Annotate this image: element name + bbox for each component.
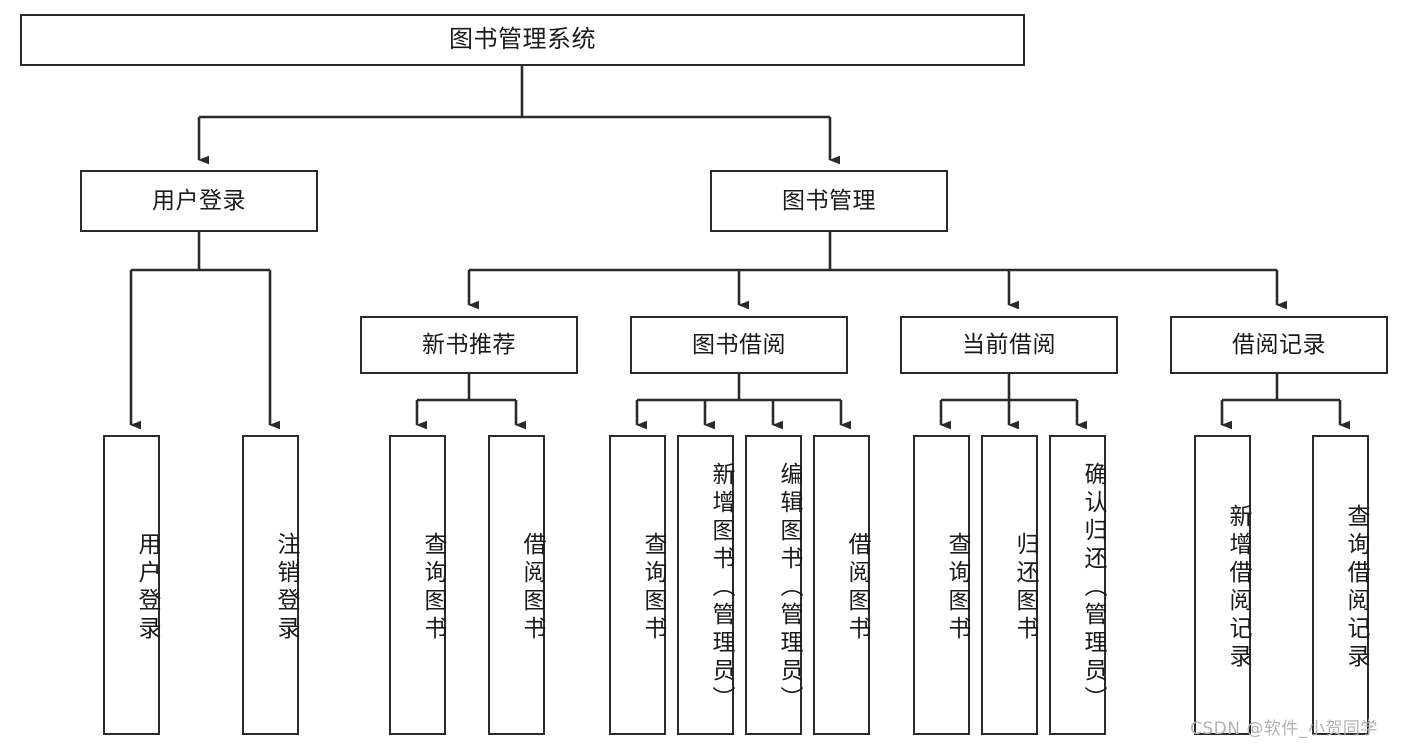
leaf-new-book-query-label: 查询图书	[420, 532, 446, 644]
leaf-book-borrow-add-label: 新增图书（管理员）	[708, 462, 734, 714]
node-user-login-label: 用户登录	[152, 187, 246, 214]
node-current-borrow-label: 当前借阅	[962, 331, 1056, 358]
leaf-current-borrow-query-label: 查询图书	[944, 532, 970, 644]
node-root-label: 图书管理系统	[449, 25, 596, 54]
leaf-new-book-borrow-label: 借阅图书	[519, 532, 545, 644]
leaf-user-login-login-label: 用户登录	[134, 532, 160, 644]
leaf-user-login-logout-label: 注销登录	[273, 532, 299, 644]
leaf-book-borrow-add[interactable]: 新增图书（管理员）	[677, 435, 734, 735]
leaf-borrow-record-query-label: 查询借阅记录	[1343, 504, 1369, 672]
leaf-current-borrow-query[interactable]: 查询图书	[913, 435, 970, 735]
node-new-book-recommend-label: 新书推荐	[422, 331, 516, 358]
node-root[interactable]: 图书管理系统	[20, 14, 1025, 66]
leaf-current-borrow-return-label: 归还图书	[1012, 532, 1038, 644]
node-user-login[interactable]: 用户登录	[80, 170, 318, 232]
node-borrow-record[interactable]: 借阅记录	[1170, 316, 1388, 374]
leaf-user-login-logout[interactable]: 注销登录	[242, 435, 299, 735]
leaf-book-borrow-edit[interactable]: 编辑图书（管理员）	[745, 435, 802, 735]
leaf-user-login-login[interactable]: 用户登录	[103, 435, 160, 735]
leaf-borrow-record-add[interactable]: 新增借阅记录	[1194, 435, 1251, 735]
leaf-book-borrow-query-label: 查询图书	[640, 532, 666, 644]
leaf-book-borrow-query[interactable]: 查询图书	[609, 435, 666, 735]
leaf-book-borrow-borrow[interactable]: 借阅图书	[813, 435, 870, 735]
leaf-new-book-borrow[interactable]: 借阅图书	[488, 435, 545, 735]
node-book-manage[interactable]: 图书管理	[710, 170, 948, 232]
leaf-book-borrow-edit-label: 编辑图书（管理员）	[776, 462, 802, 714]
node-book-borrow-label: 图书借阅	[692, 331, 786, 358]
leaf-borrow-record-query[interactable]: 查询借阅记录	[1312, 435, 1369, 735]
node-book-manage-label: 图书管理	[782, 187, 876, 214]
leaf-borrow-record-add-label: 新增借阅记录	[1225, 504, 1251, 672]
watermark-text: CSDN @软件_小贺同学	[1190, 719, 1378, 739]
leaf-new-book-query[interactable]: 查询图书	[389, 435, 446, 735]
leaf-current-borrow-return[interactable]: 归还图书	[981, 435, 1038, 735]
node-current-borrow[interactable]: 当前借阅	[900, 316, 1118, 374]
leaf-book-borrow-borrow-label: 借阅图书	[844, 532, 870, 644]
node-new-book-recommend[interactable]: 新书推荐	[360, 316, 578, 374]
node-borrow-record-label: 借阅记录	[1232, 331, 1326, 358]
leaf-current-borrow-confirm[interactable]: 确认归还（管理员）	[1049, 435, 1106, 735]
leaf-current-borrow-confirm-label: 确认归还（管理员）	[1080, 462, 1106, 714]
node-book-borrow[interactable]: 图书借阅	[630, 316, 848, 374]
